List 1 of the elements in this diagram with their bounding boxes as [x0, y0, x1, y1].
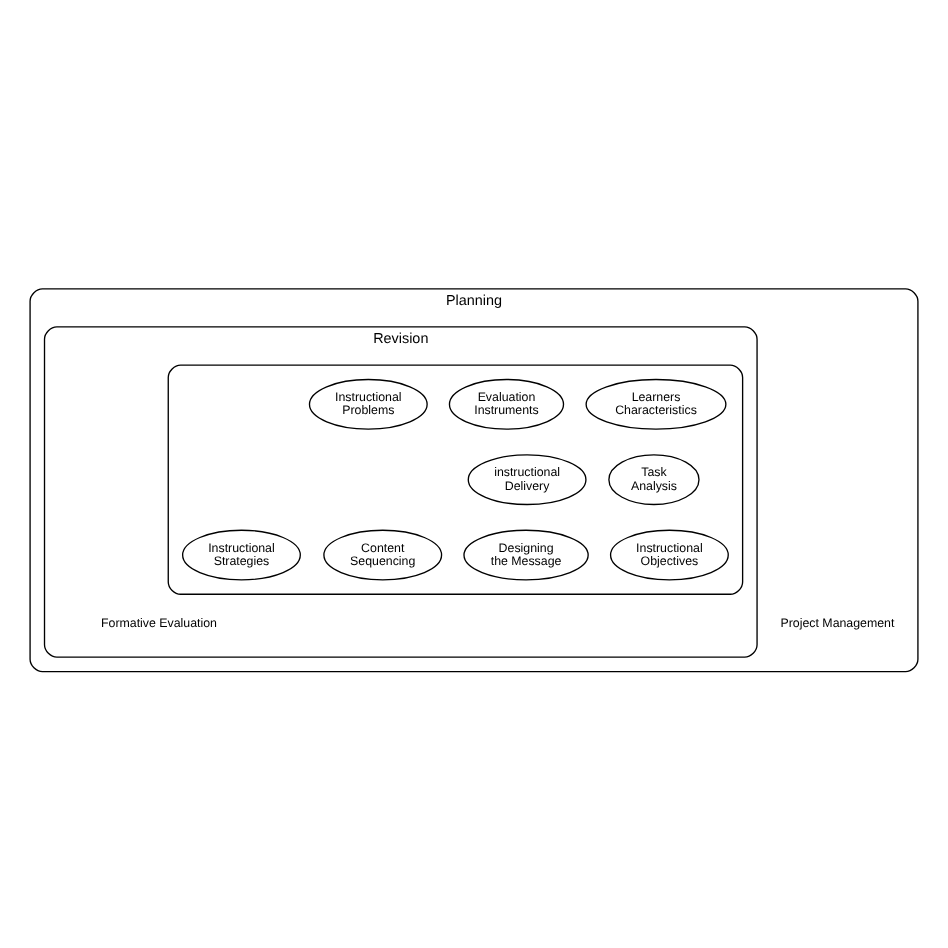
cluster	[167, 364, 744, 595]
